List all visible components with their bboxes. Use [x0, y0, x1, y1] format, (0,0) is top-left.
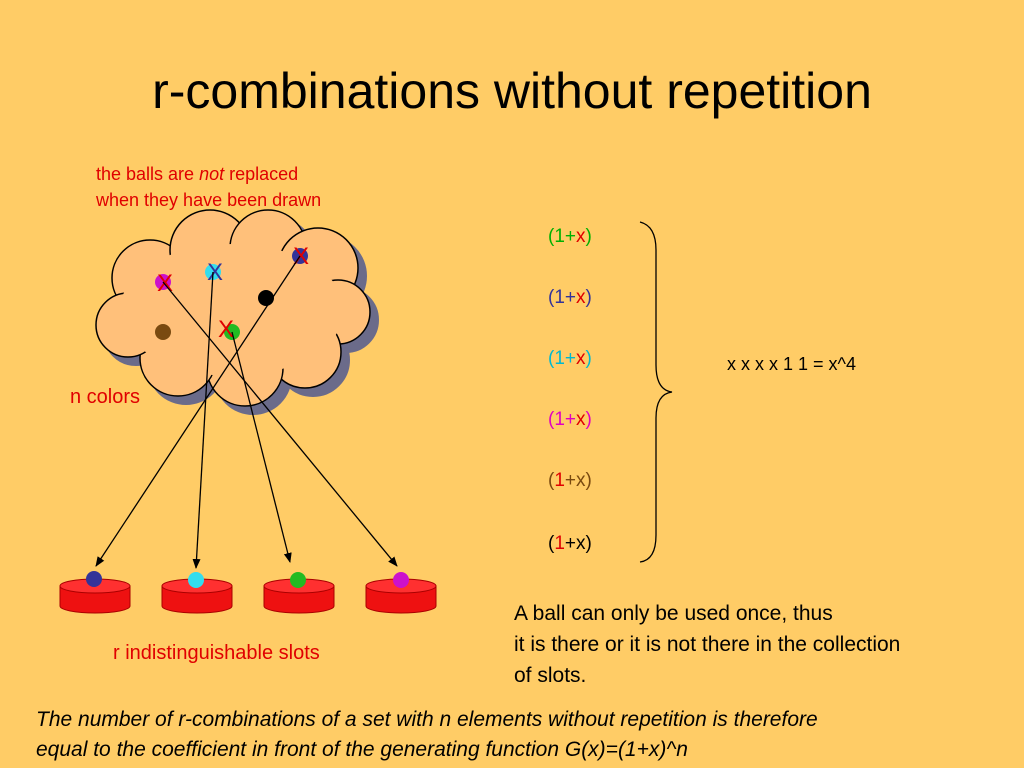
factor-3-close: ) — [585, 348, 592, 369]
explanation-line1: A ball can only be used once, thus — [514, 602, 833, 625]
factor-1-one: 1 — [554, 226, 565, 247]
ball-cloud — [95, 209, 371, 407]
factor-5-plus: + — [564, 470, 577, 491]
conclusion-line1: The number of r-combinations of a set wi… — [36, 708, 818, 731]
factor-4-open: ( — [548, 409, 555, 430]
factor-2-open: ( — [548, 287, 555, 308]
product-equation: x x x x 1 1 = x^4 — [727, 354, 856, 374]
explanation-line3: of slots. — [514, 664, 587, 687]
factor-1: (1+x) — [548, 226, 592, 248]
factor-3-plus: + — [564, 348, 577, 369]
factor-4-plus: + — [564, 409, 577, 430]
factor-2: (1+x) — [548, 287, 592, 309]
conclusion-line2: equal to the coefficient in front of the… — [36, 738, 688, 761]
factor-4-x: x — [576, 409, 586, 430]
arrow-magenta-to-slot4 — [162, 281, 398, 567]
right-brace — [639, 221, 673, 563]
factor-5: (1+x) — [548, 470, 592, 492]
factor-1-open: ( — [548, 226, 555, 247]
slot-2-ball-cyan — [188, 572, 204, 588]
factor-5-one: 1 — [554, 470, 565, 491]
factor-3-x: x — [576, 348, 586, 369]
factor-6: (1+x) — [548, 533, 592, 555]
slide-title: r-combinations without repetition — [152, 63, 872, 119]
slot-3-ball-green — [290, 572, 306, 588]
r-slots-label: r indistinguishable slots — [113, 642, 320, 664]
factor-5-open: ( — [548, 470, 555, 491]
factor-4: (1+x) — [548, 409, 592, 431]
factor-1-plus: + — [564, 226, 577, 247]
note-line2: when they have been drawn — [96, 190, 322, 210]
explanation-text: A ball can only be used once, thus it is… — [514, 598, 900, 691]
factor-3-one: 1 — [554, 348, 565, 369]
factor-5-close: ) — [585, 470, 592, 491]
n-colors-label: n colors — [70, 386, 141, 408]
factor-2-x: x — [576, 287, 586, 308]
factor-6-open: ( — [548, 533, 555, 554]
arrow-green-to-slot3 — [231, 331, 292, 563]
factor-6-x: x — [576, 533, 586, 554]
cross-mark-green: X — [218, 316, 234, 343]
factor-2-plus: + — [564, 287, 577, 308]
factor-1-x: x — [576, 226, 586, 247]
cross-mark-navy: X — [293, 243, 309, 270]
explanation-line2: it is there or it is not there in the co… — [514, 633, 901, 656]
ball-brown — [155, 324, 171, 340]
factor-4-close: ) — [585, 409, 592, 430]
note-emphasis: not — [199, 164, 225, 184]
cross-mark-cyan: X — [207, 259, 223, 286]
factor-3: (1+x) — [548, 348, 592, 370]
slot-1 — [59, 571, 131, 614]
slot-4-ball-magenta — [393, 572, 409, 588]
factor-5-x: x — [576, 470, 586, 491]
factor-1-close: ) — [585, 226, 592, 247]
factor-6-one: 1 — [554, 533, 565, 554]
slot-3 — [263, 572, 335, 614]
slot-4 — [365, 572, 437, 614]
note-line1-end: replaced — [224, 164, 299, 184]
arrow-navy-to-slot1 — [95, 255, 301, 567]
factor-6-close: ) — [585, 533, 592, 554]
arrow-cyan-to-slot2 — [192, 271, 214, 569]
factor-2-close: ) — [585, 287, 592, 308]
replacement-note: the balls are not replaced when they hav… — [96, 161, 321, 213]
slot-1-ball-navy — [86, 571, 102, 587]
factor-3-open: ( — [548, 348, 555, 369]
factor-2-one: 1 — [554, 287, 565, 308]
slot-2 — [161, 572, 233, 614]
note-line1-start: the balls are — [96, 164, 200, 184]
factor-6-plus: + — [564, 533, 577, 554]
factor-4-one: 1 — [554, 409, 565, 430]
conclusion-text: The number of r-combinations of a set wi… — [36, 705, 1016, 765]
